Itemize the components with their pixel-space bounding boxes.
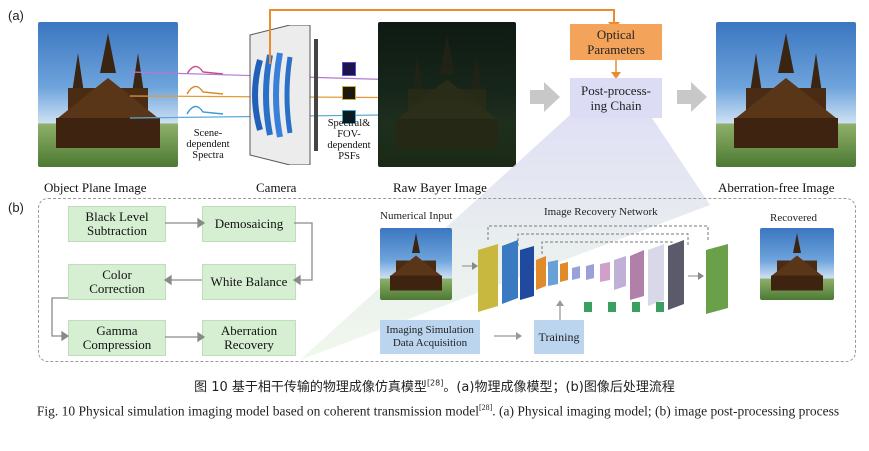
training-box: Training	[534, 320, 584, 354]
aberration-recovery-label: Aberration Recovery	[220, 323, 278, 352]
scene-spectra-label: Scene- dependent Spectra	[186, 128, 230, 161]
pipeline-container	[38, 198, 856, 362]
caption-chinese: 图 10 基于相干传输的物理成像仿真模型[28]。(a)物理成像模型；(b)图像…	[0, 376, 869, 395]
recovered-image	[760, 228, 834, 300]
white-balance-box: White Balance	[202, 264, 296, 300]
grey-arrow-2	[677, 82, 707, 112]
panel-b-label: (b)	[8, 200, 24, 215]
caption-en-ref: [28]	[478, 403, 493, 412]
optical-parameters-box: Optical Parameters	[570, 24, 662, 60]
demosaicing-box: Demosaicing	[202, 206, 296, 242]
color-correction-label: Color Correction	[89, 267, 145, 296]
aberration-recovery-box: Aberration Recovery	[202, 320, 296, 356]
black-level-box: Black Level Subtraction	[68, 206, 166, 242]
panel-a-label: (a)	[8, 8, 24, 23]
aberration-free-image	[716, 22, 856, 167]
caption-cn-ref: [28]	[426, 378, 444, 388]
training-up-arrow	[556, 300, 564, 320]
church-input-illustration	[390, 232, 442, 291]
pipeline-arrows	[51, 217, 313, 343]
numerical-input-image	[380, 228, 452, 300]
grey-arrow-1	[530, 82, 560, 112]
training-label: Training	[538, 329, 580, 344]
recovered-label: Recovered	[770, 212, 818, 224]
camera-label: Camera	[256, 180, 297, 195]
caption-english: Fig. 10 Physical simulation imaging mode…	[18, 398, 858, 421]
caption-cn-main: 图 10 基于相干传输的物理成像仿真模型	[194, 380, 427, 395]
church-output-illustration	[771, 232, 823, 291]
post-processing-label: Post-process- ing Chain	[580, 83, 652, 113]
raw-bayer-image	[378, 22, 516, 167]
gamma-box: Gamma Compression	[68, 320, 166, 356]
gamma-label: Gamma Compression	[82, 323, 152, 352]
psf-label: Spectral& FOV- dependent PSFs	[327, 118, 371, 162]
white-balance-label: White Balance	[210, 274, 288, 289]
demosaicing-label: Demosaicing	[214, 216, 284, 231]
network-diagram	[462, 225, 728, 314]
color-correction-box: Color Correction	[68, 264, 166, 300]
church-dark-illustration	[395, 34, 499, 148]
raw-bayer-label: Raw Bayer Image	[393, 180, 487, 195]
camera-lens-illustration	[249, 25, 318, 165]
optical-parameters-label: Optical Parameters	[587, 27, 645, 57]
imaging-sim-label: Imaging Simulation Data Acquisition	[386, 324, 474, 349]
sim-to-training-arrow	[494, 332, 522, 340]
imaging-sim-box: Imaging Simulation Data Acquisition	[380, 320, 480, 354]
network-title: Image Recovery Network	[544, 206, 658, 218]
post-processing-box: Post-process- ing Chain	[570, 78, 662, 118]
church-recovered-illustration	[734, 32, 838, 148]
spectra-plots	[186, 65, 224, 115]
caption-en-rest: . (a) Physical imaging model; (b) image …	[492, 403, 840, 419]
caption-en-main: Fig. 10 Physical simulation imaging mode…	[36, 403, 479, 419]
psf-icons	[342, 62, 356, 124]
black-level-label: Black Level Subtraction	[85, 209, 149, 238]
caption-cn-rest: 。(a)物理成像模型；(b)图像后处理流程	[443, 380, 675, 395]
numerical-input-label: Numerical Input	[380, 210, 453, 222]
object-plane-label: Object Plane Image	[44, 180, 147, 195]
optical-parameter-connector	[269, 9, 620, 64]
aberration-free-label: Aberration-free Image	[718, 180, 835, 195]
optical-to-post-arrow	[611, 60, 621, 79]
